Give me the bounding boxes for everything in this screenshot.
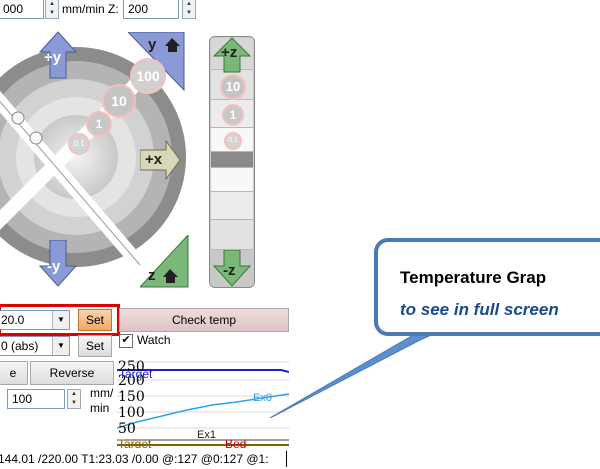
- step-100-label: 100: [136, 68, 160, 84]
- step-10-bubble[interactable]: 10: [102, 84, 136, 118]
- bed-temp-value: 0 (abs): [1, 339, 39, 353]
- stepper-up-icon[interactable]: ▲: [49, 1, 55, 7]
- z-home-button[interactable]: [140, 235, 190, 289]
- check-temp-label: Check temp: [171, 313, 237, 327]
- extrude-unit-line2: min: [90, 401, 110, 415]
- y-tick-label: 50: [118, 421, 136, 437]
- bed-set-button[interactable]: Set: [78, 335, 112, 357]
- z-step-down-1[interactable]: [211, 192, 253, 220]
- reverse-label: Reverse: [49, 366, 95, 380]
- z-step-1-bubble[interactable]: 1: [222, 104, 244, 126]
- check-temp-button[interactable]: Check temp: [119, 308, 289, 332]
- dropdown-arrow-icon[interactable]: ▼: [52, 311, 69, 329]
- minus-y-label: -y: [47, 258, 61, 275]
- y-home-label: y: [148, 36, 157, 53]
- bed-temp-select[interactable]: 0 (abs) ▼: [0, 336, 70, 356]
- z-step-down-0-1[interactable]: [211, 168, 253, 192]
- plus-y-button[interactable]: [38, 30, 78, 80]
- jog-knob: [29, 131, 43, 145]
- callout-tail: [270, 331, 439, 419]
- plus-z-button[interactable]: [212, 36, 252, 74]
- watch-checkbox[interactable]: ✔: [119, 334, 133, 348]
- ex0-line: [117, 393, 289, 429]
- extrude-unit-line1: mm/: [90, 386, 114, 400]
- z-step-10-label: 10: [225, 79, 241, 94]
- bed-label: Bed: [225, 437, 246, 448]
- z-step-down-10[interactable]: [211, 220, 253, 250]
- home-icon: [165, 38, 180, 52]
- minus-y-button[interactable]: [38, 240, 78, 288]
- xy-feedrate-input[interactable]: 000: [0, 0, 44, 19]
- extrude-amount-input[interactable]: 100: [7, 389, 65, 409]
- up-arrow-icon: [212, 37, 252, 73]
- stepper-down-icon[interactable]: ▼: [71, 400, 77, 406]
- callout-title: Temperature Grap: [400, 268, 547, 287]
- z-step-divider: [211, 152, 253, 168]
- temperature-graph[interactable]: 250 200 150 100 50 Target Ex0 Ex1 Target…: [117, 352, 289, 448]
- ex0-label: Ex0: [253, 392, 272, 404]
- target-label: Target: [119, 367, 153, 381]
- plus-z-label: +z: [221, 44, 238, 61]
- z-step-0-1-bubble[interactable]: 0.1: [224, 132, 242, 150]
- right-arrow-icon: [140, 140, 181, 180]
- stepper-up-icon[interactable]: ▲: [186, 1, 192, 7]
- step-0-1-bubble[interactable]: 0.1: [68, 133, 90, 155]
- y-tick-label: 150: [118, 389, 145, 405]
- dropdown-arrow-icon[interactable]: ▼: [52, 337, 69, 355]
- home-corner-shape: [140, 235, 189, 288]
- z-feedrate-value: 200: [128, 2, 149, 16]
- bottom-target-label: Target: [118, 437, 152, 448]
- jog-knob: [11, 111, 25, 125]
- z-feedrate-stepper[interactable]: ▲▼: [182, 0, 196, 19]
- step-0-1-label: 0.1: [73, 139, 85, 148]
- extrude-label: e: [9, 366, 17, 380]
- plus-y-label: +y: [44, 49, 62, 66]
- home-icon: [163, 269, 178, 283]
- status-text: 144.01 /220.00 T1:23.03 /0.00 @:127 @0:1…: [0, 452, 269, 466]
- minus-z-label: -z: [223, 262, 236, 279]
- step-10-label: 10: [111, 93, 127, 109]
- minus-z-button[interactable]: [212, 250, 252, 288]
- ex1-label: Ex1: [197, 429, 216, 441]
- stepper-down-icon[interactable]: ▼: [49, 10, 55, 16]
- watch-label: Watch: [137, 333, 171, 347]
- callout-pointer: [270, 331, 439, 419]
- stepper-down-icon[interactable]: ▼: [186, 10, 192, 16]
- callout-bubble: [374, 238, 600, 336]
- up-arrow-icon: [38, 31, 78, 79]
- down-arrow-icon: [38, 240, 78, 287]
- target-line-end: [280, 369, 289, 373]
- extrude-button[interactable]: e: [0, 361, 28, 385]
- feedrate-unit-label: mm/min Z:: [62, 2, 119, 16]
- y-tick-label: 100: [118, 405, 145, 421]
- z-step-1-label: 1: [229, 108, 237, 122]
- plus-x-label: +x: [145, 151, 163, 168]
- step-1-label: 1: [95, 117, 103, 131]
- hotend-set-button[interactable]: Set: [78, 309, 112, 331]
- hotend-set-label: Set: [85, 313, 104, 327]
- y-tick-label: 200: [118, 373, 145, 389]
- z-step-0-1-label: 0.1: [228, 137, 238, 144]
- stepper-up-icon[interactable]: ▲: [71, 391, 77, 397]
- xy-feedrate-stepper[interactable]: ▲▼: [45, 0, 59, 19]
- callout-subtitle: to see in full screen: [400, 300, 559, 319]
- step-100-bubble[interactable]: 100: [130, 58, 166, 94]
- z-step-10-bubble[interactable]: 10: [220, 74, 246, 100]
- graph-background: [117, 352, 289, 448]
- extrude-amount-value: 100: [12, 392, 33, 406]
- hotend-temp-value: 20.0: [1, 313, 25, 327]
- y-tick-label: 250: [118, 359, 145, 375]
- hotend-temp-select[interactable]: 20.0 ▼: [0, 310, 70, 330]
- text-cursor: [286, 451, 287, 467]
- bed-set-label: Set: [85, 339, 104, 353]
- extrude-amount-stepper[interactable]: ▲▼: [67, 389, 81, 409]
- xy-feedrate-value: 000: [3, 2, 24, 16]
- plus-x-button[interactable]: [140, 140, 182, 180]
- down-arrow-icon: [212, 250, 252, 287]
- z-feedrate-input[interactable]: 200: [123, 0, 179, 19]
- step-1-bubble[interactable]: 1: [86, 111, 112, 137]
- reverse-button[interactable]: Reverse: [30, 361, 114, 385]
- z-home-label: z: [148, 267, 156, 284]
